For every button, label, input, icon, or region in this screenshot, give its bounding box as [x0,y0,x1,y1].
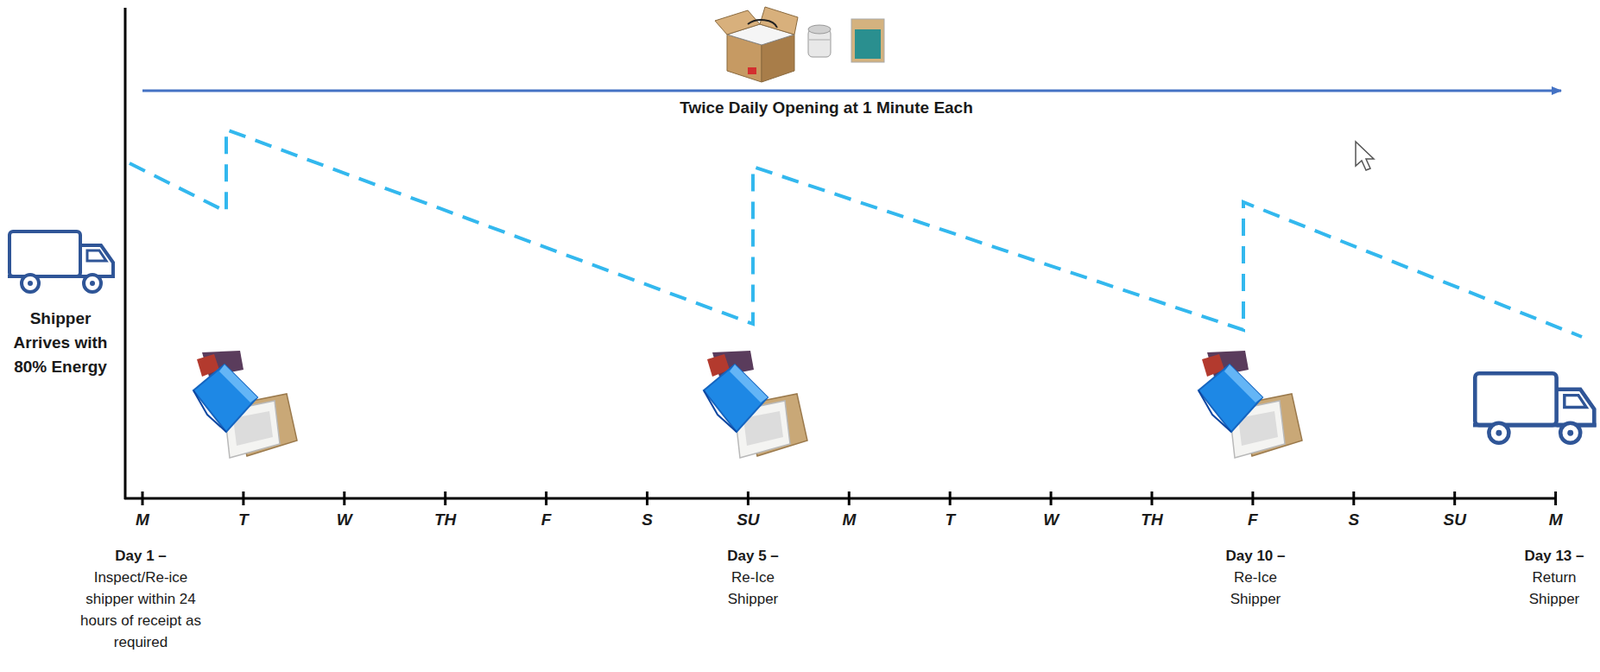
day-letter: SU [1433,509,1477,531]
day-letter: T [928,509,972,531]
axis-tick [141,491,145,506]
day-letter: T [221,509,266,531]
day-heading: Day 1 – [80,545,202,567]
day-note: Re-Ice Shipper [705,566,801,610]
day-letter: TH [1130,509,1174,531]
day-note: Inspect/Re-ice shipper within 24 hours o… [80,566,202,653]
axis-tick [241,491,245,506]
day-letter: S [1332,509,1376,531]
axis-tick [342,491,346,506]
re-ice-icon [703,350,808,458]
arriving-truck [7,231,115,292]
day-letter: F [1231,509,1275,531]
day-letter: S [626,509,670,531]
mouse-cursor [1355,141,1374,171]
axis-tick [443,491,447,506]
day-note: Re-Ice Shipper [1207,566,1303,610]
day-letter: SU [726,509,770,531]
axis-tick [1049,491,1053,506]
axis-tick [948,491,952,506]
shipper-contents-icons [714,6,885,83]
axis-ticks [142,491,1556,506]
day-letter: M [1534,509,1578,531]
axis-tick [544,491,548,506]
day-letter: W [1029,509,1073,531]
axis-tick [1453,491,1456,506]
day-note: Return Shipper [1519,566,1589,610]
axis-tick [1251,491,1254,506]
axis-tick [1554,491,1557,506]
energy-level-line [129,129,1582,337]
day-heading: Day 13 – [1515,545,1594,567]
arrow-label: Twice Daily Opening at 1 Minute Each [601,97,1051,119]
axis-tick [1352,491,1355,506]
day-letter: M [827,509,871,531]
opening-arrow [142,89,1562,93]
day-letter: TH [423,509,468,531]
return-truck [1473,373,1597,443]
re-ice-icon [193,350,298,458]
axis-tick [1150,491,1154,506]
axis-tick [746,491,750,506]
axis-tick [847,491,851,506]
re-ice-icon [1198,350,1303,458]
day-heading: Day 10 – [1195,545,1316,567]
arrival-note: Shipper Arrives with 80% Energy [3,306,118,380]
day-letter: W [322,509,367,531]
day-letter: F [524,509,569,531]
axis-tick [645,491,649,506]
x-axis [124,497,1557,500]
day-letter: M [120,509,165,531]
y-axis [124,7,127,500]
day-heading: Day 5 – [692,545,814,567]
